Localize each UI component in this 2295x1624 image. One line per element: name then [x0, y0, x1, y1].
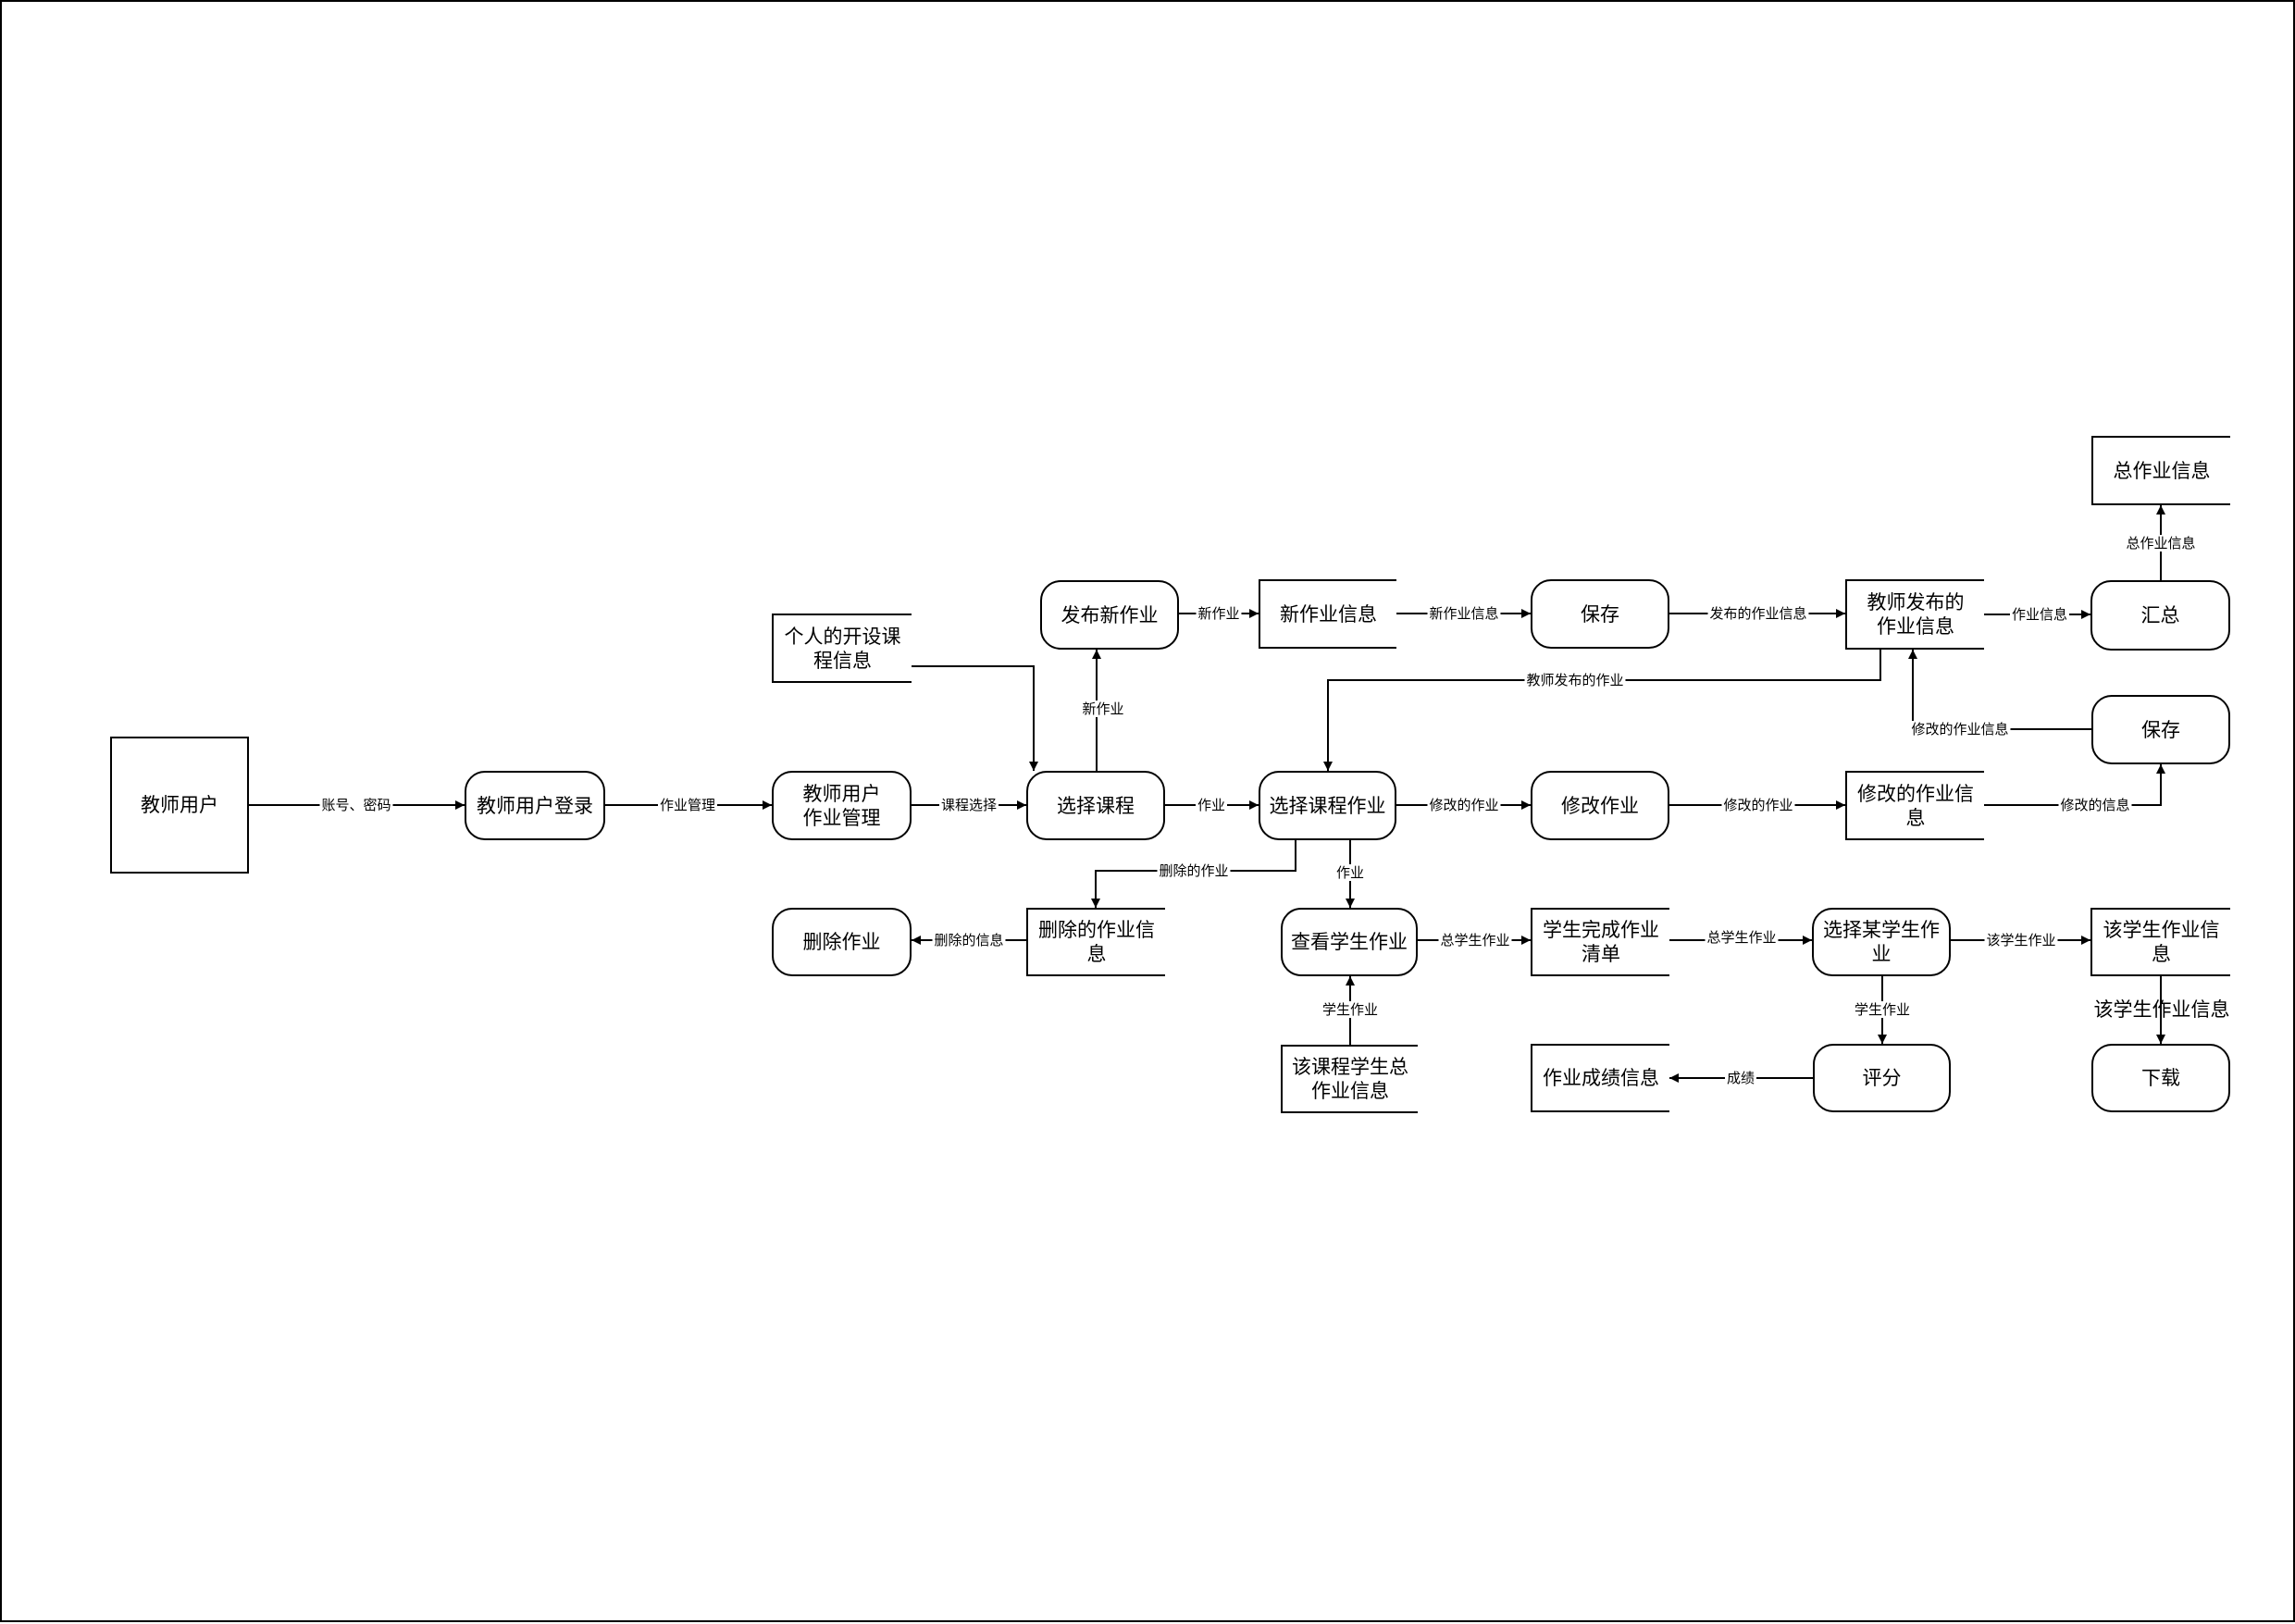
store-teacher-published-hw: 教师发布的 作业信息 [1845, 579, 1984, 650]
process-select-course-hw: 选择课程作业 [1259, 771, 1396, 840]
process-select-student-hw: 选择某学生作 业 [1812, 908, 1951, 976]
node-label: 发布新作业 [1061, 603, 1159, 626]
process-summarize: 汇总 [2090, 580, 2230, 651]
edge-label-modified-info: 修改的信息 [2058, 797, 2132, 813]
node-label: 教师用户登录 [477, 794, 593, 817]
arrow-published-to-select-hw [1323, 650, 1881, 771]
node-label: 删除的作业信 息 [1038, 919, 1155, 965]
node-label: 总作业信息 [2113, 459, 2211, 482]
arrow-save-right-to-published [1908, 650, 2091, 730]
store-modified-hw-info: 修改的作业信 息 [1845, 771, 1984, 840]
edge-label-new-hw-up: 新作业 [1080, 700, 1126, 717]
store-new-hw-info: 新作业信息 [1259, 579, 1396, 649]
process-save-right: 保存 [2091, 695, 2230, 764]
node-label: 该学生作业信 息 [2103, 919, 2220, 965]
process-grade: 评分 [1813, 1044, 1951, 1112]
edge-label-modified-hw-2: 修改的作业 [1721, 797, 1795, 813]
node-label: 选择某学生作 业 [1823, 919, 1940, 965]
node-label: 修改作业 [1561, 794, 1639, 817]
node-label: 评分 [1862, 1067, 1902, 1089]
edge-label-hw: 作业 [1195, 797, 1228, 813]
store-student-done-list: 学生完成作业 清单 [1531, 908, 1669, 976]
node-label: 新作业信息 [1280, 602, 1377, 626]
process-view-student-hw: 查看学生作业 [1281, 908, 1418, 976]
node-label: 选择课程作业 [1269, 794, 1386, 817]
edge-label-score: 成绩 [1724, 1070, 1757, 1086]
edge-label-new-hw-right: 新作业 [1196, 605, 1242, 622]
node-label: 修改的作业信 息 [1857, 782, 1974, 829]
node-label: 汇总 [2140, 604, 2180, 626]
process-save-top: 保存 [1531, 579, 1669, 649]
edge-label-this-student-hw-info: 该学生作业信息 [2093, 998, 2230, 1021]
node-label: 选择课程 [1057, 794, 1135, 817]
edge-label-total-student-hw: 总学生作业 [1438, 932, 1512, 948]
edge-label-hw-management: 作业管理 [657, 797, 718, 813]
edge-label-deleted-hw: 删除的作业 [1157, 862, 1231, 879]
edge-label-new-hw-info: 新作业信息 [1427, 605, 1501, 622]
arrow-courses-to-select-course [912, 665, 1038, 771]
store-hw-grade-info: 作业成绩信息 [1531, 1044, 1669, 1112]
edge-label-teacher-published-hw: 教师发布的作业 [1524, 672, 1626, 688]
node-label: 保存 [1581, 602, 1619, 626]
edge-label-modified-hw-1: 修改的作业 [1427, 797, 1501, 813]
edge-label-account-password: 账号、密码 [319, 797, 393, 813]
process-modify-hw: 修改作业 [1531, 771, 1669, 840]
node-label: 教师用户 [141, 794, 218, 816]
node-label: 学生完成作业 清单 [1543, 919, 1659, 965]
process-delete-hw: 删除作业 [772, 908, 912, 976]
process-download: 下载 [2091, 1044, 2230, 1112]
node-label: 教师用户 作业管理 [802, 782, 881, 829]
store-student-hw-info: 该学生作业信 息 [2090, 908, 2230, 976]
store-personal-courses: 个人的开设课 程信息 [772, 614, 912, 683]
edge-label-modified-hw-info-up: 修改的作业信息 [1909, 721, 2011, 738]
node-label: 删除作业 [802, 931, 881, 953]
node-label: 下载 [2141, 1067, 2180, 1089]
entity-teacher-user: 教师用户 [110, 737, 249, 874]
process-teacher-hw-management: 教师用户 作业管理 [772, 771, 912, 840]
edge-label-hw-info: 作业信息 [2009, 606, 2070, 623]
process-publish-new-hw: 发布新作业 [1040, 580, 1179, 650]
edge-label-student-hw-down: 学生作业 [1852, 1001, 1913, 1018]
node-label: 作业成绩信息 [1543, 1067, 1659, 1089]
arrow-modified-info-to-save-right [1984, 764, 2165, 806]
edge-label-hw-down: 作业 [1334, 864, 1367, 881]
process-teacher-login: 教师用户登录 [465, 771, 605, 840]
store-deleted-hw-info: 删除的作业信 息 [1026, 908, 1165, 976]
edge-label-student-hw-up: 学生作业 [1320, 1001, 1381, 1018]
edge-label-total-student-hw-2: 总学生作业 [1705, 929, 1779, 946]
node-label: 查看学生作业 [1291, 931, 1408, 953]
store-total-hw-info: 总作业信息 [2091, 436, 2230, 505]
node-label: 个人的开设课 程信息 [784, 625, 901, 672]
node-label: 教师发布的 作业信息 [1867, 591, 1965, 638]
node-label: 该课程学生总 作业信息 [1292, 1056, 1408, 1102]
edge-label-this-student-hw: 该学生作业 [1984, 932, 2058, 948]
node-label: 保存 [2141, 718, 2180, 741]
edge-label-published-hw-info: 发布的作业信息 [1707, 605, 1809, 622]
edge-label-course-select: 课程选择 [938, 797, 999, 813]
edge-label-deleted-info: 删除的信息 [932, 932, 1006, 948]
store-course-student-total: 该课程学生总 作业信息 [1281, 1045, 1418, 1113]
edge-label-total-hw-info: 总作业信息 [2124, 535, 2198, 552]
process-select-course: 选择课程 [1026, 771, 1165, 840]
